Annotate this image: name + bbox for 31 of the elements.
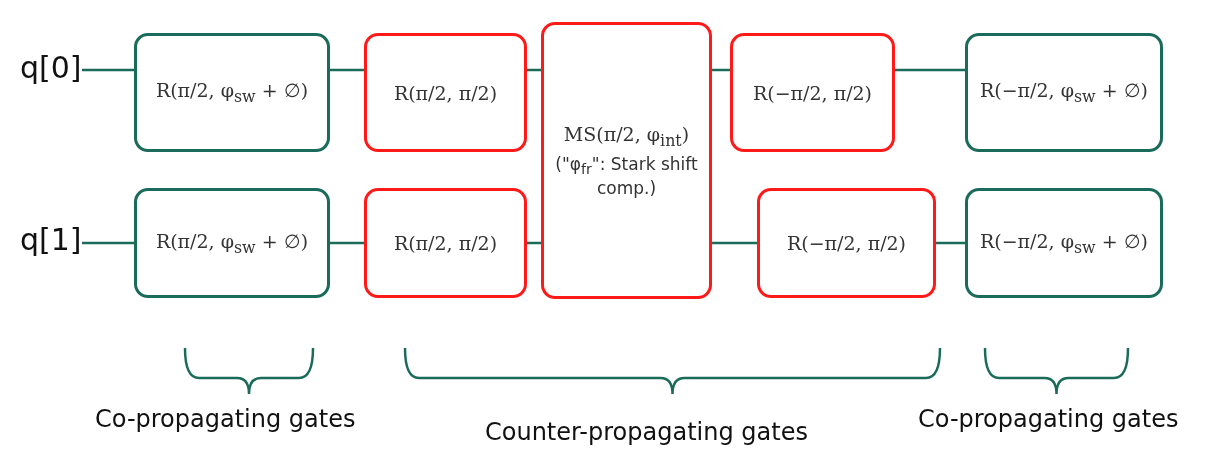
- wire-line: [330, 241, 364, 245]
- gate-box: [965, 188, 1163, 298]
- gate-formula: R(−π/2, π/2): [785, 231, 908, 256]
- gate-box: [730, 33, 895, 152]
- gate-formula: R(π/2, π/2): [392, 80, 499, 106]
- gate-formula: R(−π/2, φ$_{sw}$ + ∅): [978, 228, 1150, 259]
- gate-formula: R(π/2, φ$_{sw}$ + ∅): [154, 78, 310, 108]
- gate-formula: R(−π/2, π/2): [751, 80, 874, 106]
- gate-formula: MS(π/2, φ$_{int}$): [562, 122, 691, 153]
- gate-box: [134, 188, 330, 298]
- gate-box: [364, 33, 527, 152]
- wire-line: [712, 241, 757, 245]
- wire-line: [330, 68, 364, 72]
- gate-box: [364, 188, 527, 298]
- group-caption: Counter-propagating gates: [485, 418, 808, 446]
- qubit-label: q[1]: [20, 222, 82, 257]
- wire-line: [82, 241, 134, 245]
- qubit-label: q[0]: [20, 50, 82, 85]
- wire-line: [936, 241, 965, 245]
- gate-box: [541, 22, 712, 299]
- wire-line: [82, 68, 134, 72]
- gate-formula: R(π/2, π/2): [392, 231, 499, 256]
- gate-box: [757, 188, 936, 298]
- gate-box: [134, 33, 330, 152]
- gate-note: ("φ$_{fr}$": Stark shift comp.): [554, 153, 699, 200]
- gate-formula: R(π/2, φ$_{sw}$ + ∅): [154, 228, 310, 259]
- wire-line: [895, 68, 965, 72]
- group-caption: Co-propagating gates: [95, 405, 356, 433]
- gate-formula: R(−π/2, φ$_{sw}$ + ∅): [978, 78, 1150, 108]
- group-caption: Co-propagating gates: [918, 405, 1179, 433]
- gate-box: [965, 33, 1163, 152]
